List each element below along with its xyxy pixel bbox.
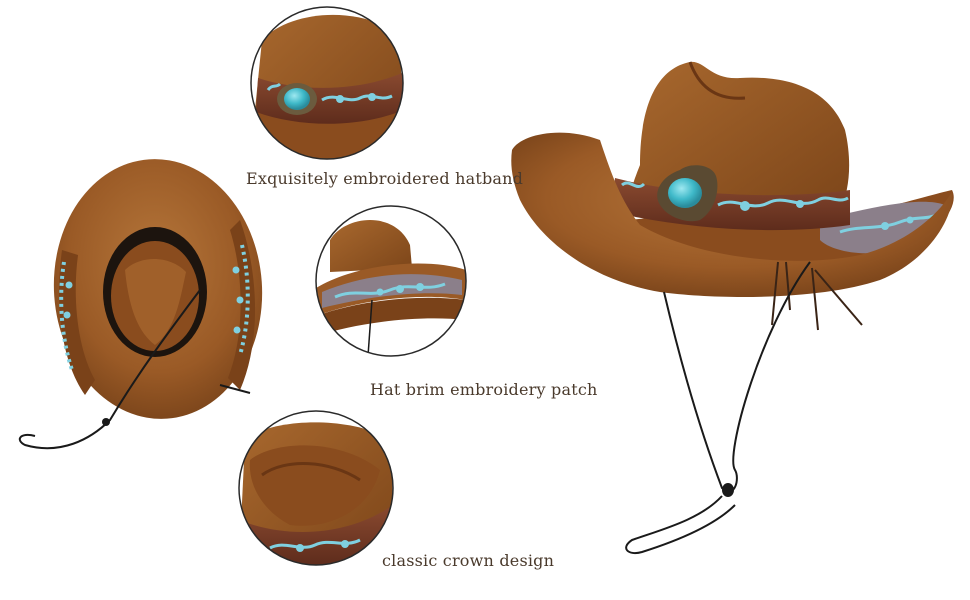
brim-caption: Hat brim embroidery patch bbox=[370, 380, 598, 399]
hatband-caption: Exquisitely embroidered hatband bbox=[246, 169, 524, 188]
brim-embroidery-detail-circle bbox=[315, 205, 467, 357]
crown-detail-circle bbox=[238, 410, 394, 566]
crown-caption: classic crown design bbox=[382, 551, 555, 570]
hatband-detail-circle bbox=[250, 6, 404, 160]
hat-main-image bbox=[511, 61, 954, 554]
hat-underside-image bbox=[18, 159, 263, 450]
